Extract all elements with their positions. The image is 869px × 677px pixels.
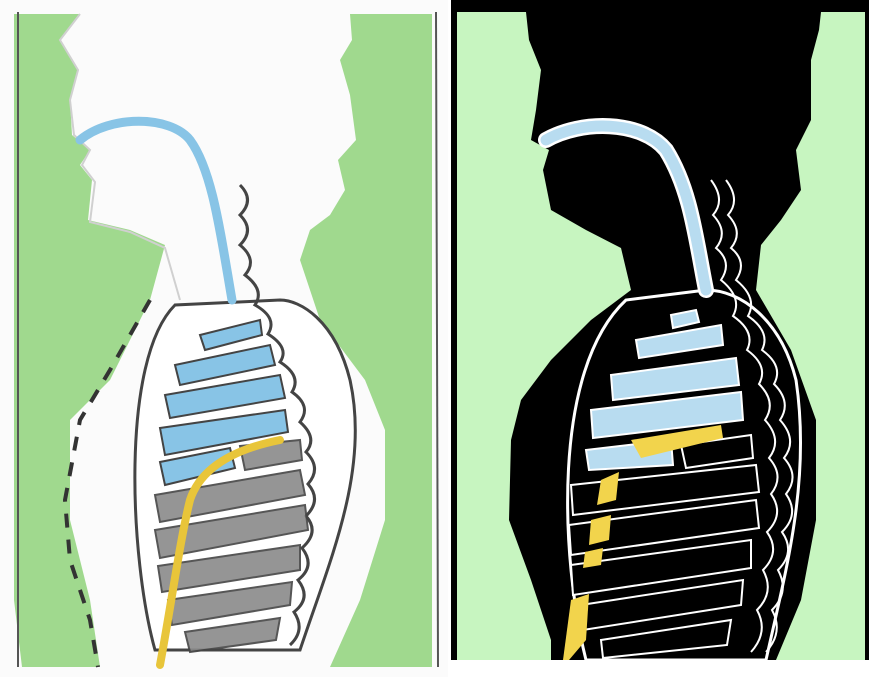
sketch-drawing — [0, 0, 448, 677]
segment-bottom-strip — [451, 660, 869, 677]
segmentation-panel — [451, 0, 869, 677]
segmentation-drawing — [451, 0, 869, 677]
sketch-panel — [0, 0, 448, 677]
